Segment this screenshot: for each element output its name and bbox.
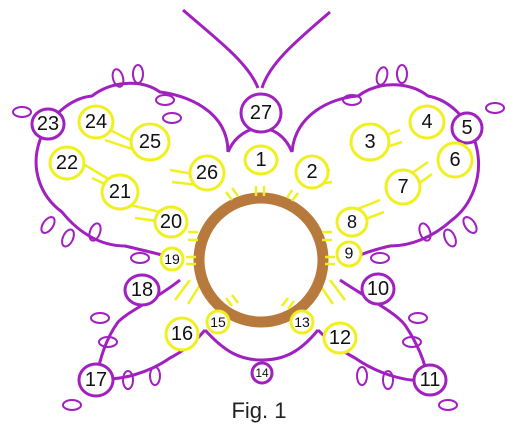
antenna-right	[262, 12, 330, 88]
ring-label-16: 16	[171, 323, 193, 345]
ring-label-4: 4	[421, 111, 432, 133]
ring-label-5: 5	[461, 117, 472, 139]
ring-label-26: 26	[196, 162, 218, 184]
ring-label-15: 15	[210, 314, 226, 330]
ring-label-13: 13	[294, 314, 310, 330]
ring-label-8: 8	[347, 212, 357, 232]
ring-label-14: 14	[255, 366, 269, 380]
ring-label-3: 3	[364, 131, 375, 153]
figure-caption: Fig. 1	[231, 398, 286, 423]
ring-label-2: 2	[306, 161, 317, 183]
ring-label-7: 7	[397, 176, 408, 198]
ring-label-1: 1	[255, 149, 266, 171]
bottom-body-chain	[205, 330, 318, 360]
ring-label-11: 11	[420, 369, 441, 391]
ring-label-6: 6	[449, 149, 460, 171]
ring-label-10: 10	[367, 278, 389, 300]
ring-label-25: 25	[139, 131, 161, 153]
ring-label-22: 22	[56, 152, 78, 174]
center-ring	[199, 198, 323, 322]
ring-label-21: 21	[109, 181, 131, 203]
ring-label-18: 18	[131, 279, 153, 301]
ring-label-17: 17	[85, 369, 107, 391]
ring-label-24: 24	[85, 111, 107, 133]
ring-label-12: 12	[329, 327, 351, 349]
ring-label-23: 23	[37, 113, 59, 135]
antenna-left	[183, 10, 258, 88]
ring-label-9: 9	[345, 246, 354, 263]
ring-label-20: 20	[160, 211, 182, 233]
ring-label-19: 19	[164, 251, 180, 267]
ring-label-27: 27	[250, 102, 272, 124]
